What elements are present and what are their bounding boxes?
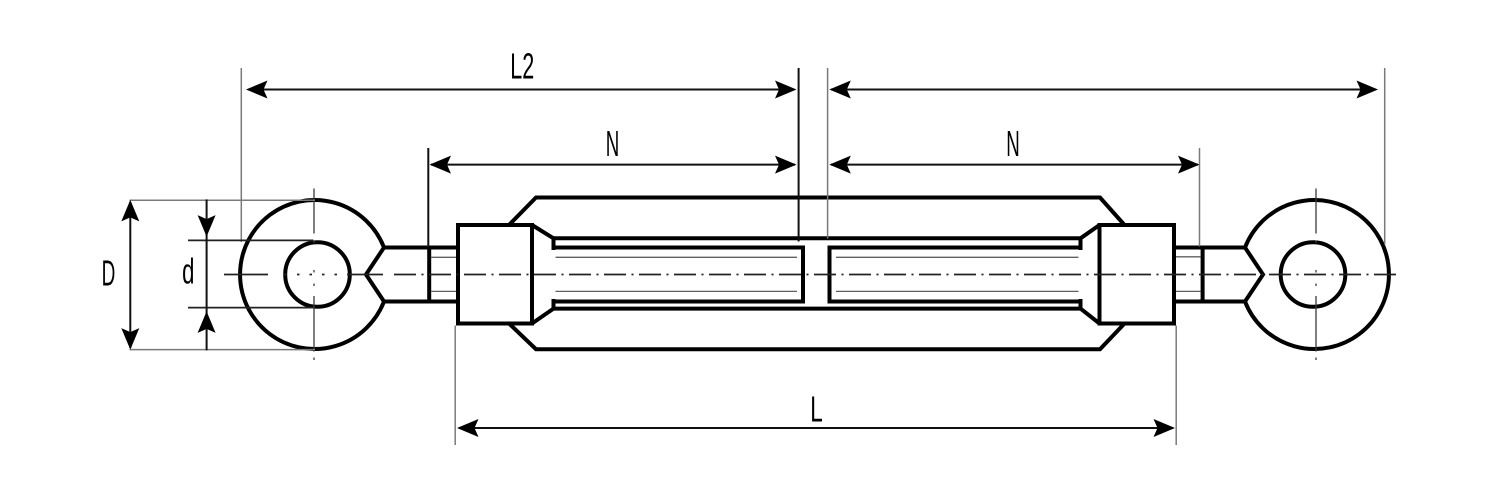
svg-text:N: N [606,123,620,164]
svg-text:N: N [1006,123,1020,164]
svg-text:d: d [182,251,194,292]
svg-text:D: D [102,253,116,294]
svg-text:L2: L2 [510,46,534,87]
svg-text:L: L [810,389,823,430]
